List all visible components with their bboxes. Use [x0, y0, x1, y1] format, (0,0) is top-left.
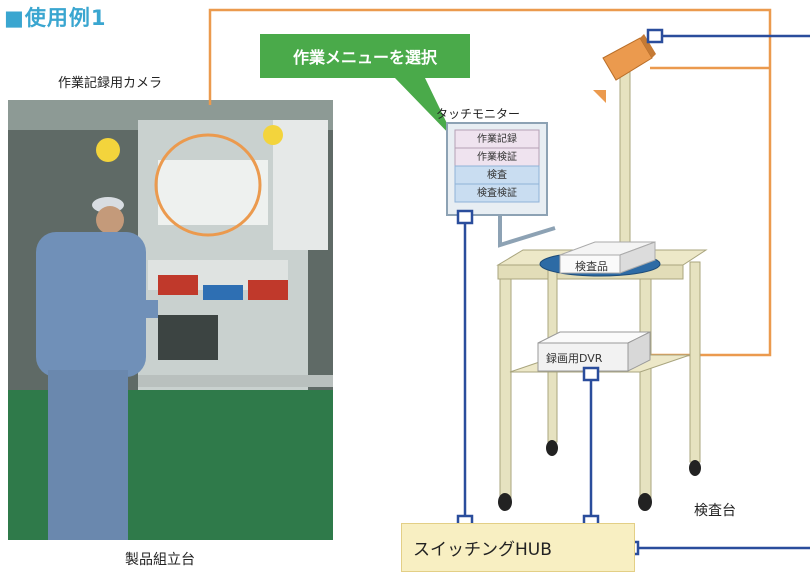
- touch-monitor: [446, 122, 556, 248]
- camera-view-arrow: [593, 90, 606, 103]
- assembly-bench-photo: [8, 100, 333, 540]
- switching-hub: [401, 523, 635, 572]
- orange-signal-line: [208, 8, 772, 357]
- menu-item-inspect[interactable]: 検査: [487, 170, 507, 181]
- menu-item-inspect-verify[interactable]: 検査検証: [477, 188, 517, 199]
- callout-text: 作業メニューを選択: [292, 48, 437, 67]
- network-lines: [463, 34, 810, 550]
- callout-tail: [395, 78, 455, 140]
- switching-hub-label: スイッチングHUB: [413, 540, 552, 560]
- menu-item-work-record[interactable]: 作業記録: [477, 134, 517, 145]
- product-label: 検査品: [575, 260, 608, 273]
- camera-pole: [619, 69, 631, 261]
- dvr-device: [537, 331, 651, 372]
- callout-box: [260, 34, 470, 78]
- camera-caption: 作業記録用カメラ: [58, 76, 163, 91]
- menu-item-work-verify[interactable]: 作業検証: [477, 152, 517, 163]
- camera-icon: [602, 34, 656, 81]
- inspection-table-caption: 検査台: [694, 503, 736, 519]
- inspection-table: [496, 249, 708, 511]
- bench-caption: 製品組立台: [125, 552, 195, 568]
- dvr-label: 録画用DVR: [546, 352, 603, 365]
- monitor-caption: タッチモニター: [436, 107, 521, 121]
- page-title: ■使用例1: [4, 6, 107, 30]
